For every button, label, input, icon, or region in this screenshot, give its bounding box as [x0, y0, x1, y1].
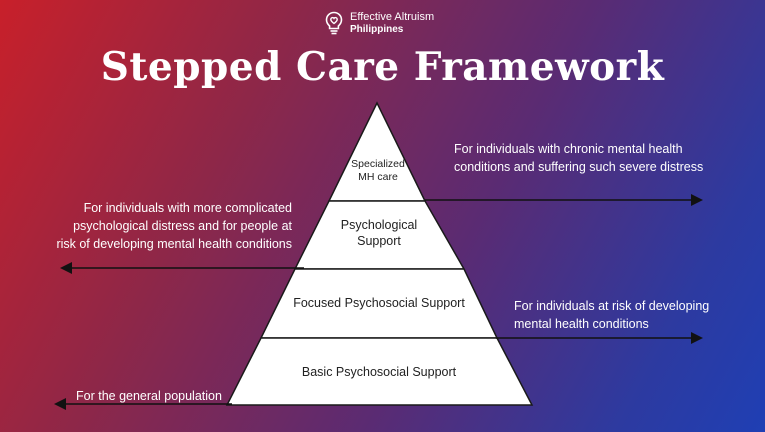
- tier-label-focused: Focused Psychosocial Support: [293, 296, 465, 310]
- annotation-basic: For the general population: [76, 389, 222, 403]
- lightbulb-heart-icon: [325, 11, 343, 35]
- annotation-specialized: For individuals with chronic mental heal…: [454, 142, 704, 174]
- tier-label-basic: Basic Psychosocial Support: [301, 365, 457, 379]
- annotation-focused: For individuals at risk of developing me…: [514, 299, 710, 331]
- brand-name: Effective Altruism: [350, 10, 435, 23]
- page-title: Stepped Care Framework: [100, 44, 665, 90]
- annotation-psychological: For individuals with more complicated ps…: [56, 201, 292, 251]
- tier-label-specialized: Specialized MH care: [351, 158, 405, 184]
- tier-basic: [225, 337, 534, 406]
- brand-logo: Effective Altruism Philippines: [325, 9, 434, 37]
- tier-label-psychological: Psychological Support: [340, 218, 418, 248]
- tier-specialized: [327, 101, 427, 202]
- brand-region: Philippines: [350, 23, 404, 35]
